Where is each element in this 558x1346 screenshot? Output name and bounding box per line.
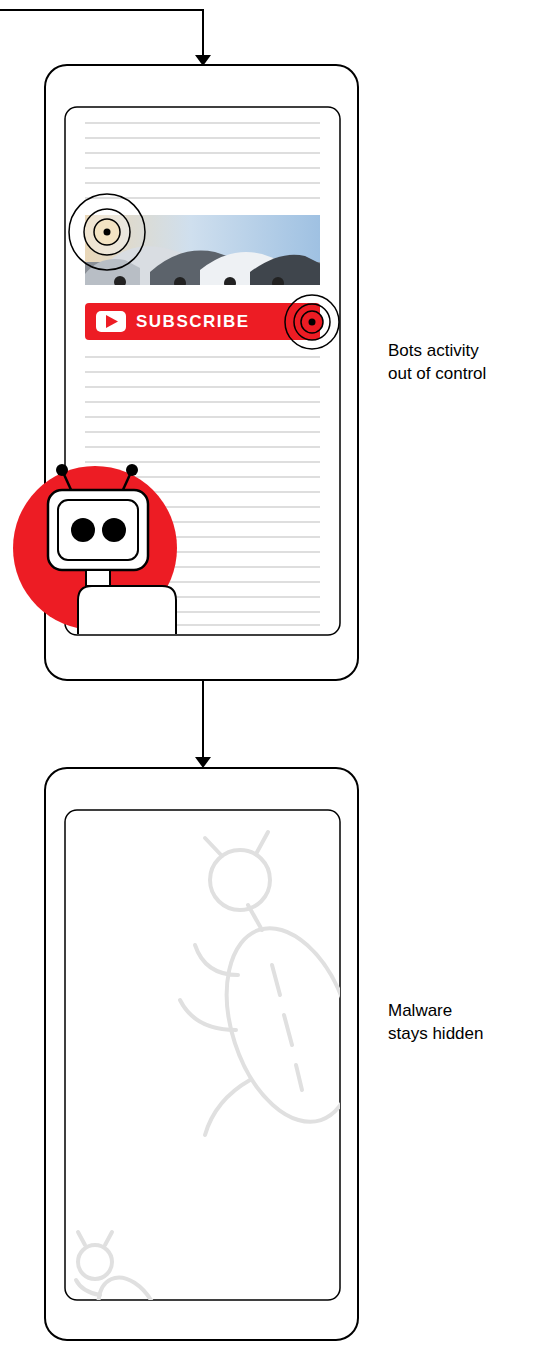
bot-icon <box>13 464 177 634</box>
phone-outline <box>45 768 358 1340</box>
step-label: Malware stays hidden <box>388 1000 493 1046</box>
incoming-arrow <box>0 10 211 66</box>
click-target <box>285 295 339 349</box>
hidden-bugs <box>76 832 340 1300</box>
flow-arrow <box>195 680 211 768</box>
button-label: SUBSCRIBE <box>136 303 250 340</box>
phone-outline <box>45 65 358 680</box>
phone-screen: SUBSCRIBEBots activity out of control <box>45 65 358 680</box>
click-target <box>69 194 145 270</box>
phone-screen: Malware stays hidden <box>45 768 358 1340</box>
step-label: Bots activity out of control <box>388 340 493 386</box>
